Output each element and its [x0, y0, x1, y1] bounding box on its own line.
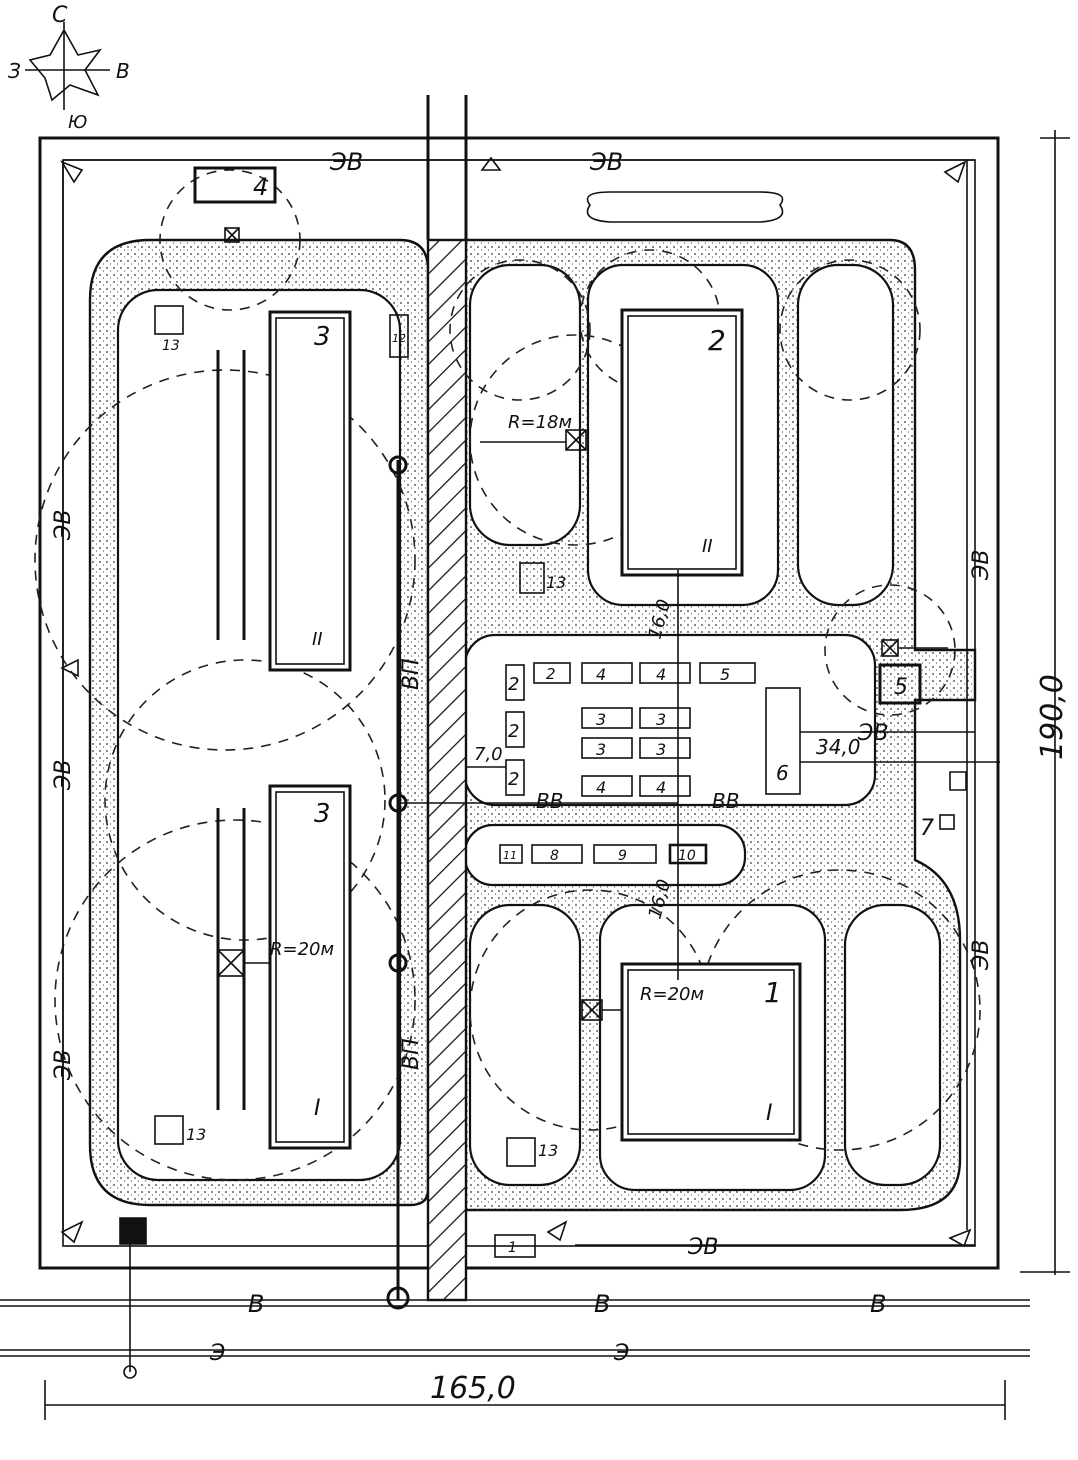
building-number: 8 — [550, 848, 559, 864]
building-number: 3 — [656, 740, 666, 759]
building-number: 2 — [508, 721, 519, 742]
compass-rose: С З В Ю — [8, 3, 130, 133]
label-ev: ЭВ — [329, 148, 363, 176]
building-number: 10 — [678, 848, 696, 864]
label-ev: ЭВ — [589, 148, 623, 176]
radius-top-right: R=18м — [508, 412, 572, 433]
label-v: В — [870, 1290, 886, 1318]
building-number: 1 — [508, 1240, 517, 1256]
building-number: 2 — [546, 665, 556, 683]
label-e: Э — [613, 1341, 629, 1366]
building-number: 1 — [764, 976, 782, 1009]
dim-width: 165,0 — [430, 1371, 516, 1406]
building-number: 3 — [314, 322, 331, 352]
label-v: В — [248, 1290, 264, 1318]
stage-label: I — [314, 1096, 321, 1121]
label-ev: ЭВ — [51, 510, 76, 541]
label-e: Э — [209, 1341, 225, 1366]
building-number: 3 — [314, 799, 331, 829]
label-vp: ВП — [399, 658, 424, 690]
label-ev: ЭВ — [51, 760, 76, 791]
dimension-lines — [44, 130, 1070, 1420]
label-vv: ВВ — [536, 789, 563, 813]
dim-gap-1: 7,0 — [474, 744, 503, 765]
compass-west: З — [8, 59, 21, 83]
building-number: 7 — [920, 816, 934, 841]
site-fence — [38, 136, 1000, 1270]
building-number: 5 — [894, 675, 908, 700]
building-2 — [620, 308, 744, 577]
building-number: 9 — [618, 848, 627, 864]
building-number: 13 — [162, 338, 180, 354]
compass-south: Ю — [68, 112, 87, 133]
building-number: 2 — [508, 674, 519, 695]
building-number: 4 — [596, 665, 606, 684]
building-number: 2 — [508, 769, 519, 790]
label-vp: ВП — [399, 1038, 424, 1070]
compass-north: С — [52, 3, 68, 28]
building-number: 3 — [596, 740, 606, 759]
label-v: В — [594, 1290, 610, 1318]
small-buildings — [154, 166, 955, 1258]
radius-left: R=20м — [270, 939, 334, 960]
building-number: 12 — [392, 332, 406, 345]
stage-label: II — [702, 536, 713, 557]
building-number: 13 — [186, 1125, 206, 1144]
dim-gap-2: 34,0 — [816, 735, 861, 759]
compass-east: В — [116, 59, 130, 83]
label-ev: ЭВ — [969, 550, 994, 581]
building-number: 4 — [656, 665, 666, 684]
stage-label: II — [312, 629, 323, 650]
building-number: 2 — [708, 324, 726, 357]
stage-label: I — [766, 1101, 773, 1126]
building-1 — [620, 962, 802, 1142]
building-number: 11 — [503, 849, 517, 862]
building-number: 3 — [596, 710, 606, 729]
building-number: 4 — [253, 173, 268, 201]
access-road — [426, 238, 468, 1302]
label-ev: ЭВ — [687, 1235, 718, 1260]
building-number: 5 — [720, 665, 730, 684]
building-3-lower — [268, 784, 352, 1150]
dim-height: 190,0 — [1035, 674, 1070, 760]
building-number: 4 — [656, 778, 666, 797]
building-number: 13 — [538, 1141, 558, 1160]
floodlight-icon — [60, 156, 972, 1248]
building-3-upper — [268, 310, 352, 672]
utility-lines — [0, 159, 1030, 1379]
building-number: 13 — [546, 573, 566, 592]
label-ev: ЭВ — [857, 721, 888, 746]
label-ev: ЭВ — [51, 1050, 76, 1081]
label-vv: ВВ — [712, 789, 739, 813]
label-ev: ЭВ — [969, 940, 994, 971]
building-number: 4 — [596, 778, 606, 797]
radius-bottom-right: R=20м — [640, 984, 704, 1005]
building-number: 3 — [656, 710, 666, 729]
building-number: 6 — [776, 761, 789, 785]
